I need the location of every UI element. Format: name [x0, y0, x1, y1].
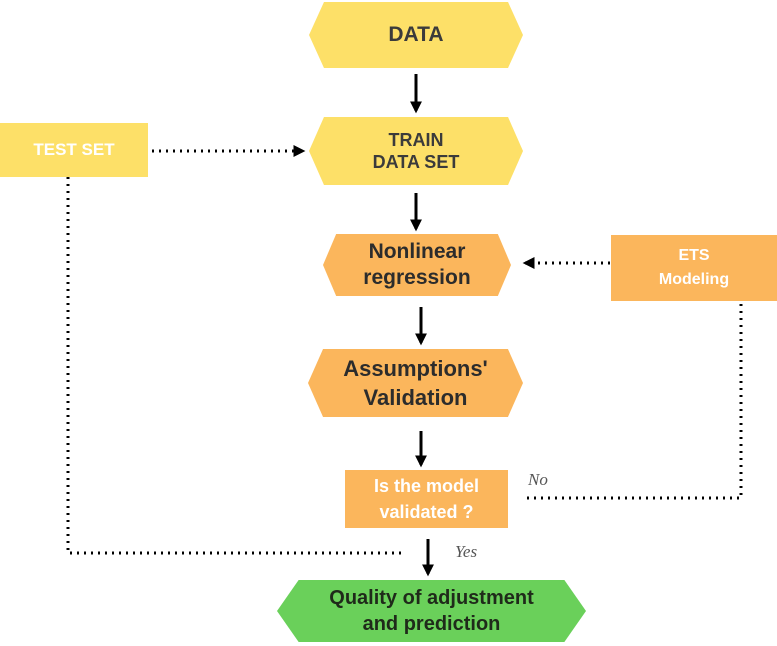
edge-label-yes: Yes — [455, 542, 478, 561]
nonlinear-line1: Nonlinear — [368, 240, 466, 263]
test-set-node: TEST SET — [0, 123, 148, 177]
test-set-label: TEST SET — [33, 140, 115, 159]
ets-line1: ETS — [678, 247, 710, 264]
decision-line2: validated ? — [379, 502, 474, 522]
quality-line1: Quality of adjustment — [329, 587, 534, 609]
nonlinear-regression-node: Nonlinear regression — [323, 234, 511, 296]
nonlinear-line2: regression — [363, 266, 471, 289]
quality-line2: and prediction — [362, 613, 501, 635]
quality-node: Quality of adjustment and prediction — [277, 580, 586, 642]
decision-line1: Is the model — [373, 476, 480, 496]
train-node-line2: DATA SET — [372, 152, 460, 172]
data-node-label: DATA — [388, 23, 444, 46]
assumptions-line2: Validation — [363, 385, 468, 410]
train-data-set-node: TRAIN DATA SET — [309, 117, 523, 185]
assumptions-line1: Assumptions' — [343, 356, 488, 381]
ets-line2: Modeling — [658, 271, 730, 288]
assumptions-validation-node: Assumptions' Validation — [308, 349, 523, 417]
model-validated-decision: Is the model validated ? — [345, 470, 508, 528]
data-node: DATA — [309, 2, 523, 68]
path-no-to-ets — [527, 302, 743, 500]
edge-label-no: No — [528, 470, 548, 489]
train-node-line1: TRAIN — [388, 130, 444, 150]
ets-modeling-node: ETS Modeling — [611, 235, 777, 301]
